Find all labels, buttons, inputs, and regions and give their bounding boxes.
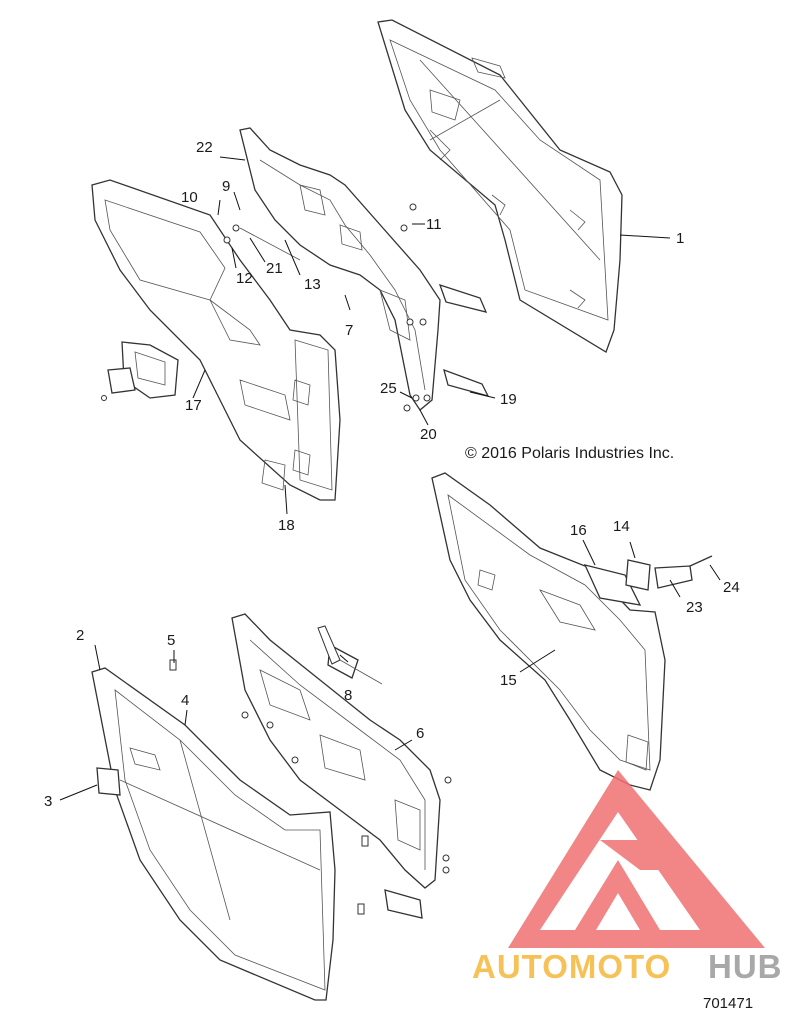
callout-19: 19 [500, 391, 517, 408]
part-18-inner-door-panel [91, 179, 341, 501]
watermark-text-hub: HUB [708, 948, 783, 985]
watermark-text-automoto: AUTOMOTO [472, 948, 671, 985]
callout-20: 20 [420, 426, 437, 443]
callout-18: 18 [278, 517, 295, 534]
part-3-lower-handle [96, 767, 121, 796]
watermark-triangle-mark [508, 770, 765, 948]
callout-15: 15 [500, 672, 517, 689]
callout-2: 2 [76, 627, 84, 644]
callout-23: 23 [686, 599, 703, 616]
hardware-fasteners [101, 203, 452, 915]
callout-22: 22 [196, 139, 213, 156]
callout-8: 8 [344, 687, 352, 704]
watermark-logo: AUTOMOTO HUB [472, 770, 783, 985]
callout-5: 5 [167, 632, 175, 649]
callout-11: 11 [426, 216, 442, 233]
callout-7: 7 [345, 322, 353, 339]
figure-number: 701471 [703, 995, 753, 1012]
callout-12: 12 [236, 270, 253, 287]
callout-9: 9 [222, 178, 230, 195]
callout-14: 14 [613, 518, 630, 535]
callout-6: 6 [416, 725, 424, 742]
part-15-lower-door-frame [431, 472, 713, 791]
part-17-handle [107, 341, 179, 399]
callout-21: 21 [266, 260, 283, 277]
callout-16: 16 [570, 522, 587, 539]
callout-labels: 1 2 3 4 5 6 7 8 9 10 11 12 13 14 15 16 1… [44, 139, 740, 810]
callout-1: 1 [676, 230, 684, 247]
copyright-notice: © 2016 Polaris Industries Inc. [465, 445, 674, 462]
callout-13: 13 [304, 276, 321, 293]
callout-10: 10 [181, 189, 198, 206]
leader-lines [59, 156, 721, 801]
part-2-outer-lower-door-panel [91, 667, 336, 1001]
part-1-outer-door-panel [377, 19, 623, 353]
callout-25: 25 [380, 380, 397, 397]
callout-4: 4 [181, 692, 189, 709]
callout-17: 17 [185, 397, 202, 414]
callout-3: 3 [44, 793, 52, 810]
callout-24: 24 [723, 579, 740, 596]
